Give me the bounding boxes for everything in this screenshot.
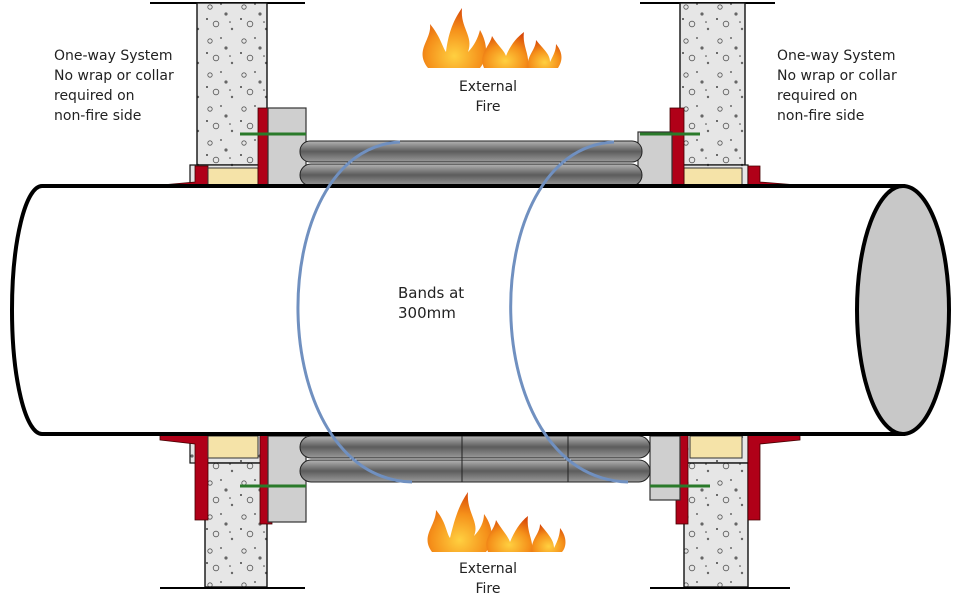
- note-right-line-2: No wrap or collar: [777, 68, 897, 84]
- band-right: [509, 140, 629, 484]
- fire-label-top: External Fire: [448, 77, 528, 117]
- fire-top-line-1: External: [458, 79, 518, 95]
- fire-top-line-2: Fire: [475, 99, 501, 115]
- note-right-line-3: required on: [777, 88, 858, 104]
- note-left-line-2: No wrap or collar: [54, 68, 174, 84]
- note-right-line-4: non-fire side: [777, 108, 865, 124]
- bands-line-2: 300mm: [398, 304, 456, 322]
- band-left: [296, 140, 413, 484]
- fire-bottom-line-1: External: [458, 561, 518, 577]
- bands: [296, 140, 629, 484]
- sleeve-bottom: [299, 435, 651, 483]
- note-left-line-1: One-way System: [54, 48, 173, 64]
- pipe-end: [855, 184, 951, 436]
- bands-line-1: Bands at: [398, 284, 465, 302]
- seal-bottom-left: [159, 433, 307, 525]
- flame-icon-bottom: [427, 492, 566, 552]
- bands-label: Bands at 300mm: [398, 283, 464, 323]
- note-left-line-4: non-fire side: [54, 108, 142, 124]
- note-right-line-1: One-way System: [777, 48, 896, 64]
- note-right: One-way System No wrap or collar require…: [777, 46, 897, 126]
- note-left-line-3: required on: [54, 88, 135, 104]
- fire-bottom-line-2: Fire: [475, 581, 501, 597]
- pipe: [10, 184, 951, 436]
- seal-bottom-right: [649, 433, 801, 525]
- fire-label-bottom: External Fire: [448, 559, 528, 599]
- note-left: One-way System No wrap or collar require…: [54, 46, 174, 126]
- flame-icon-top: [422, 8, 562, 68]
